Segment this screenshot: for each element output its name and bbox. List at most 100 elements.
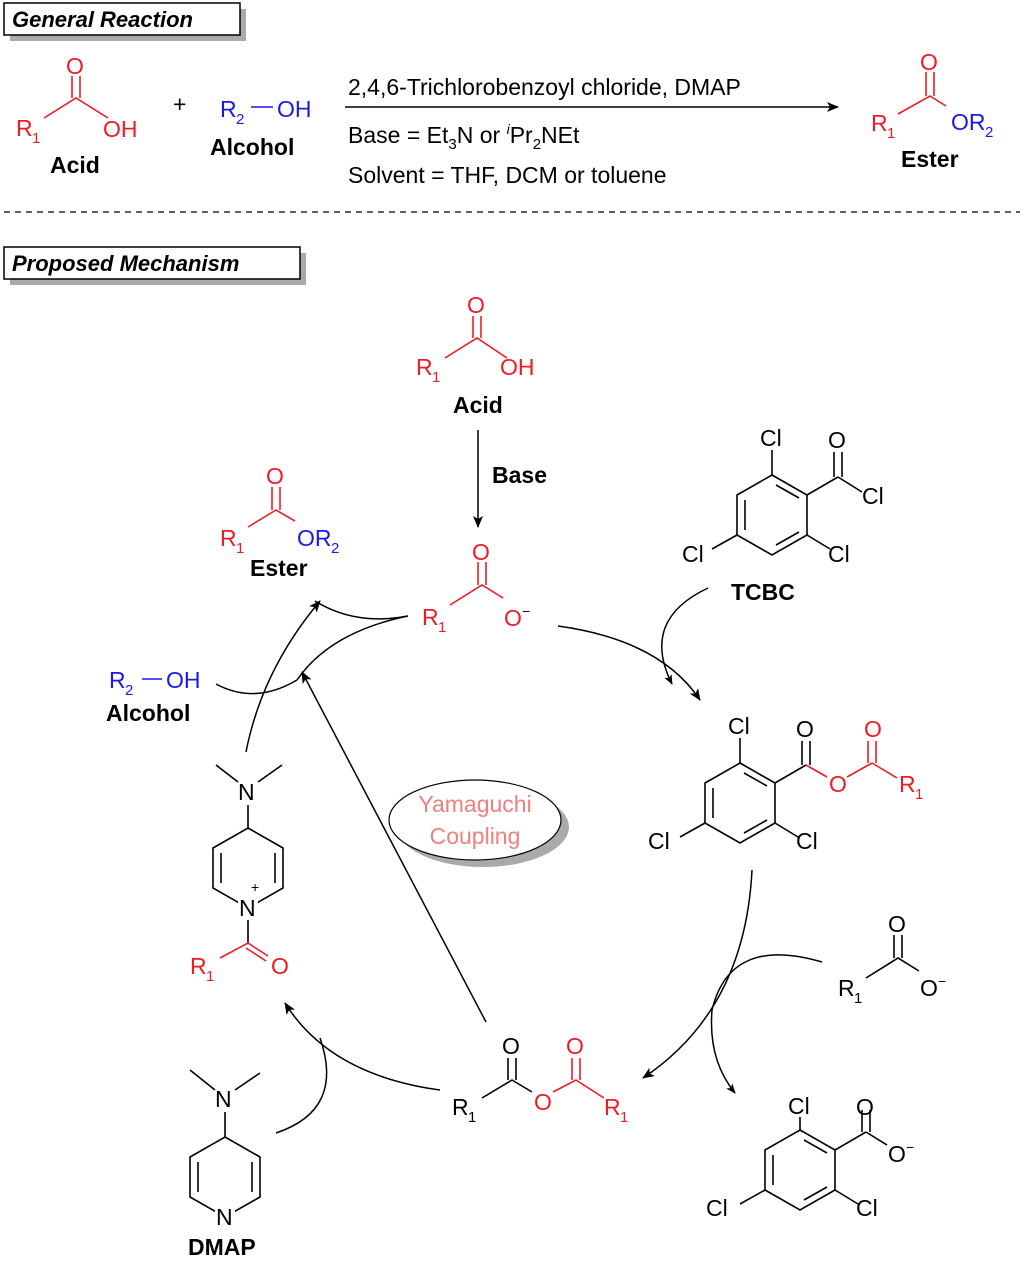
svg-text:Coupling: Coupling bbox=[430, 823, 521, 849]
general-acid-label: Acid bbox=[50, 152, 100, 178]
mech-carboxylate-right: O R 1 O − bbox=[838, 911, 946, 1007]
svg-text:−: − bbox=[522, 603, 530, 619]
svg-text:O: O bbox=[920, 49, 938, 75]
general-alcohol: R 2 OH Alcohol bbox=[210, 96, 312, 160]
svg-text:R: R bbox=[422, 604, 439, 630]
svg-text:N: N bbox=[238, 779, 255, 805]
svg-text:OH: OH bbox=[103, 116, 138, 142]
svg-text:R: R bbox=[109, 667, 126, 693]
arrow-acylpyridinium-to-ester bbox=[245, 600, 321, 753]
mech-alcohol-label: Alcohol bbox=[106, 700, 190, 726]
general-alcohol-label: Alcohol bbox=[210, 134, 294, 160]
mech-trichlorobenzoate: Cl O O − Cl Cl bbox=[706, 1093, 914, 1221]
svg-text:O: O bbox=[829, 771, 847, 797]
svg-text:O: O bbox=[502, 1033, 520, 1059]
arrow-carboxylate-to-ester-side bbox=[314, 600, 409, 620]
mech-tcbc: Cl O Cl Cl Cl TCBC bbox=[682, 425, 884, 605]
mech-acylpyridinium: N N + O R 1 bbox=[190, 764, 289, 985]
svg-text:R: R bbox=[16, 115, 33, 141]
mech-symmetric-anhydride: O O O R 1 R 1 bbox=[452, 1033, 628, 1126]
svg-text:Cl: Cl bbox=[788, 1093, 810, 1119]
mech-dmap: N N DMAP bbox=[188, 1069, 261, 1260]
svg-text:OH: OH bbox=[277, 96, 312, 122]
svg-text:1: 1 bbox=[620, 1109, 628, 1126]
svg-text:O: O bbox=[856, 1094, 874, 1120]
svg-text:Cl: Cl bbox=[728, 713, 750, 739]
svg-text:O: O bbox=[534, 1089, 552, 1115]
arrow-dmap-in bbox=[275, 1037, 328, 1134]
svg-text:R: R bbox=[220, 96, 237, 122]
svg-text:1: 1 bbox=[887, 125, 895, 142]
svg-text:O: O bbox=[920, 975, 938, 1001]
arrow-anhydride-to-acylpyridinium bbox=[284, 1002, 441, 1091]
tcbc-label: TCBC bbox=[731, 579, 795, 605]
cond-solvent: Solvent = THF, DCM or toluene bbox=[348, 162, 667, 188]
svg-text:Proposed Mechanism: Proposed Mechanism bbox=[12, 251, 239, 276]
svg-text:N: N bbox=[215, 1086, 232, 1112]
svg-text:OH: OH bbox=[166, 667, 201, 693]
dmap-label: DMAP bbox=[188, 1234, 256, 1260]
plus-sign: + bbox=[173, 91, 186, 117]
cond-reagent: 2,4,6-Trichlorobenzoyl chloride, DMAP bbox=[348, 74, 741, 100]
svg-text:R: R bbox=[452, 1094, 469, 1120]
arrow-tcbc-in bbox=[661, 587, 709, 685]
svg-text:Cl: Cl bbox=[856, 1195, 878, 1221]
svg-text:N: N bbox=[239, 895, 256, 921]
svg-text:R: R bbox=[190, 953, 207, 979]
general-ester-label: Ester bbox=[901, 146, 959, 172]
svg-text:O: O bbox=[828, 427, 846, 453]
svg-text:R: R bbox=[416, 354, 433, 380]
svg-text:Cl: Cl bbox=[862, 483, 884, 509]
svg-text:Cl: Cl bbox=[796, 828, 818, 854]
svg-text:1: 1 bbox=[854, 990, 862, 1007]
svg-text:2: 2 bbox=[125, 682, 133, 699]
svg-text:Cl: Cl bbox=[828, 541, 850, 567]
svg-text:1: 1 bbox=[438, 619, 446, 636]
svg-text:+: + bbox=[251, 879, 259, 895]
general-acid: O R 1 OH Acid bbox=[16, 53, 138, 178]
svg-text:O: O bbox=[266, 463, 284, 489]
svg-text:−: − bbox=[906, 1139, 914, 1155]
svg-text:O: O bbox=[472, 539, 490, 565]
svg-text:O: O bbox=[888, 1141, 906, 1167]
arrow-alcohol-in bbox=[215, 679, 298, 695]
svg-text:Cl: Cl bbox=[760, 425, 782, 451]
svg-text:OR: OR bbox=[297, 525, 332, 551]
svg-text:O: O bbox=[271, 953, 289, 979]
arrow-benzoate-out bbox=[710, 1009, 736, 1094]
svg-text:2: 2 bbox=[331, 540, 339, 557]
svg-text:O: O bbox=[467, 292, 485, 318]
svg-text:1: 1 bbox=[32, 130, 40, 147]
mechanism-header: Proposed Mechanism bbox=[3, 246, 306, 285]
svg-text:OR: OR bbox=[951, 109, 986, 135]
svg-text:R: R bbox=[899, 771, 916, 797]
general-ester: O R 1 OR 2 Ester bbox=[871, 49, 993, 172]
svg-text:2: 2 bbox=[985, 124, 993, 141]
mech-alcohol: R 2 OH Alcohol bbox=[106, 667, 201, 726]
svg-text:2: 2 bbox=[236, 111, 244, 128]
svg-text:O: O bbox=[864, 716, 882, 742]
general-conditions: 2,4,6-Trichlorobenzoyl chloride, DMAP Ba… bbox=[345, 74, 839, 188]
svg-text:O: O bbox=[796, 716, 814, 742]
svg-text:Cl: Cl bbox=[706, 1195, 728, 1221]
svg-text:R: R bbox=[871, 110, 888, 136]
mech-ester: O R 1 OR 2 Ester bbox=[220, 463, 339, 581]
mech-mixed-anhydride: Cl O O O R 1 Cl Cl bbox=[648, 713, 923, 854]
mech-acid: O R 1 OH Acid bbox=[416, 292, 535, 418]
svg-text:O: O bbox=[504, 605, 522, 631]
svg-text:General Reaction: General Reaction bbox=[12, 7, 193, 32]
svg-text:R: R bbox=[220, 525, 237, 551]
cond-base: Base = Et3N or iPr2NEt bbox=[348, 121, 580, 153]
svg-text:1: 1 bbox=[915, 786, 923, 803]
svg-text:O: O bbox=[66, 53, 84, 79]
svg-text:1: 1 bbox=[432, 369, 440, 386]
svg-text:O: O bbox=[888, 911, 906, 937]
svg-text:Cl: Cl bbox=[682, 541, 704, 567]
svg-text:O: O bbox=[566, 1033, 584, 1059]
arrow-carboxylate-to-mixed-anhydride bbox=[557, 625, 701, 701]
svg-text:Yamaguchi: Yamaguchi bbox=[418, 791, 531, 817]
general-header: General Reaction bbox=[3, 2, 246, 41]
svg-text:OH: OH bbox=[500, 354, 535, 380]
yamaguchi-coupling-badge: Yamaguchi Coupling bbox=[388, 779, 569, 867]
